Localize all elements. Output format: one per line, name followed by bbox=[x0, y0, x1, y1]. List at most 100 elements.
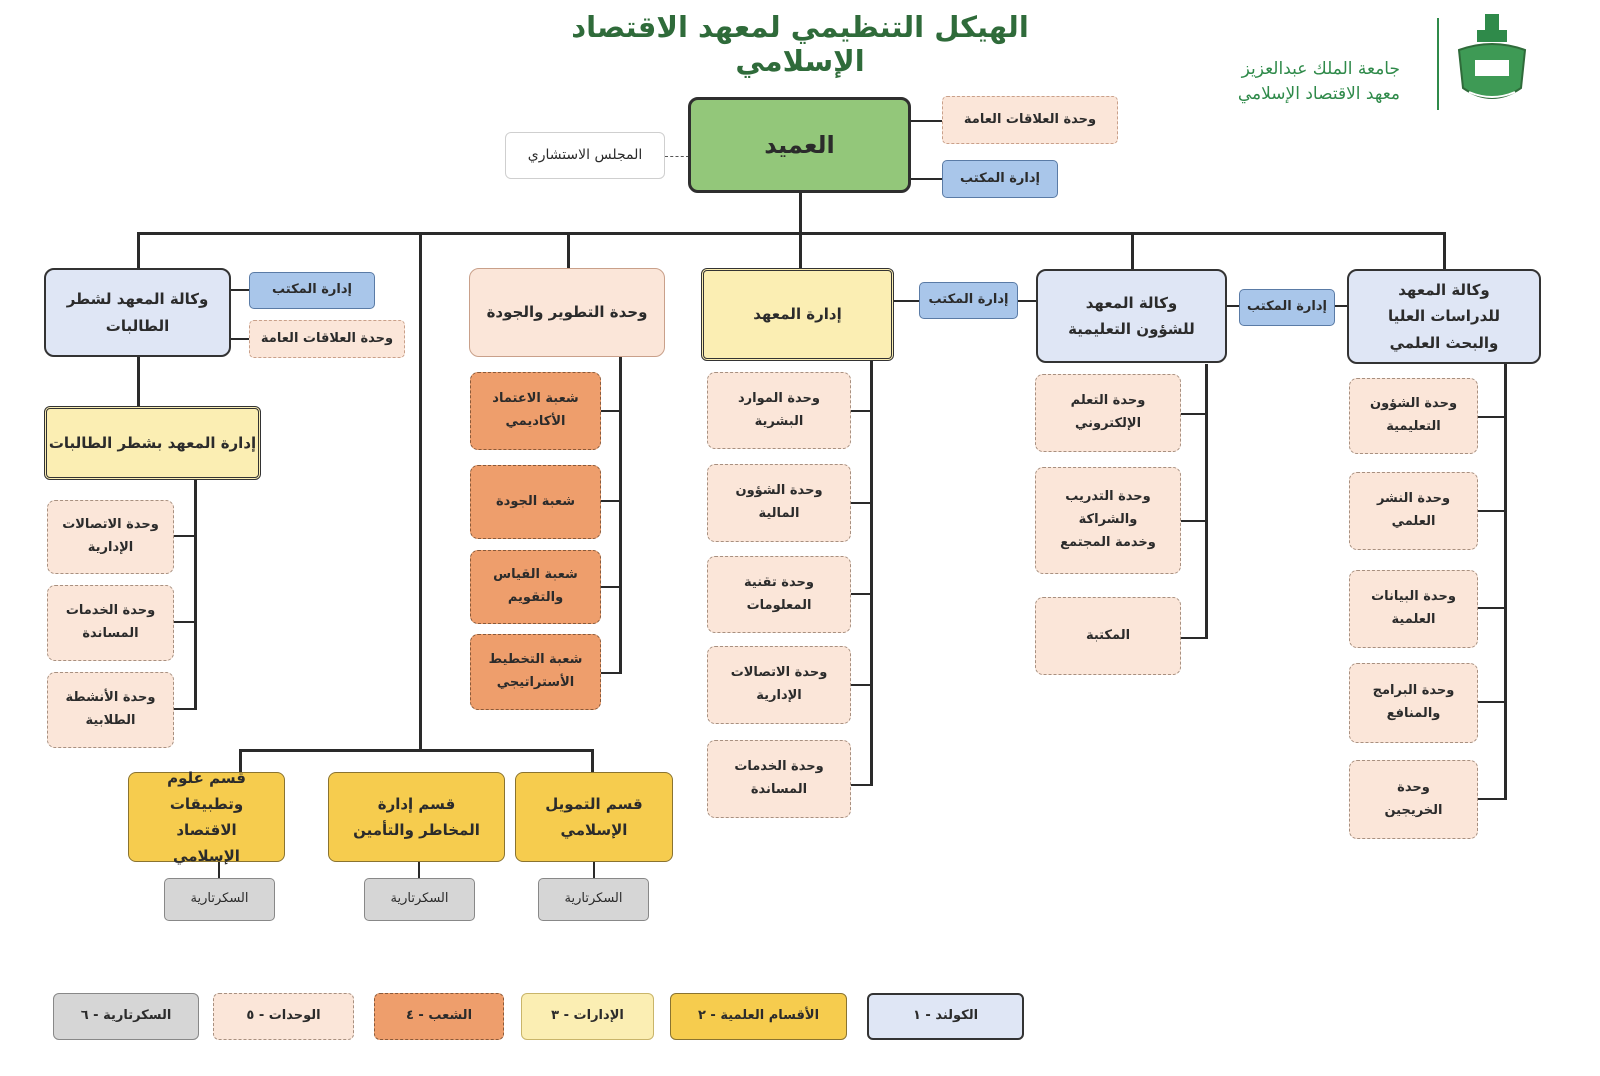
legend-item-secretariat: السكرتارية - ٦ bbox=[53, 993, 199, 1040]
research-agency-box[interactable]: وكالة المعهد للدراسات العليا والبحث العل… bbox=[1347, 269, 1541, 364]
department-1-box[interactable]: قسم علوم وتطبيقات الاقتصاد الإسلامي bbox=[128, 769, 285, 865]
institute-admin-office-box[interactable]: إدارة المكتب bbox=[919, 282, 1018, 319]
drop-dept-1 bbox=[239, 749, 242, 773]
chart-title: الهيكل التنظيمي لمعهد الاقتصاد الإسلامي bbox=[571, 10, 1029, 78]
dev-branch-4[interactable]: شعبة التخطيط الأستراتيجي bbox=[470, 634, 601, 710]
department-2-box[interactable]: قسم إدارة المخاطر والتأمين bbox=[328, 772, 505, 862]
education-office-box[interactable]: إدارة المكتب bbox=[1239, 289, 1335, 326]
research-unit-2[interactable]: وحدة النشر العلمي bbox=[1349, 472, 1478, 550]
admin-unit-4[interactable]: وحدة الاتصالات الإدارية bbox=[707, 646, 851, 724]
drop-research-agency bbox=[1443, 232, 1446, 269]
admin-unit-1[interactable]: وحدة الموارد البشرية bbox=[707, 372, 851, 449]
female-pr-unit-box[interactable]: وحدة العلاقات العامة bbox=[249, 320, 405, 358]
university-emblem-icon bbox=[1457, 14, 1527, 99]
institute-name: معهد الاقتصاد الإسلامي bbox=[1237, 84, 1400, 104]
dept-1-sec-line bbox=[218, 862, 220, 878]
dean-office-box[interactable]: إدارة المكتب bbox=[942, 160, 1058, 198]
female-unit-3[interactable]: وحدة الأنشطة الطلابية bbox=[47, 672, 174, 748]
edu-unit-1[interactable]: وحدة التعلم الإلكتروني bbox=[1035, 374, 1181, 452]
drop-education-agency bbox=[1131, 232, 1134, 269]
dean-trunk-line bbox=[799, 192, 802, 235]
education-agency-box[interactable]: وكالة المعهد للشؤون التعليمية bbox=[1036, 269, 1227, 363]
female-admin-drop bbox=[137, 357, 140, 407]
dean-box[interactable]: العميد bbox=[688, 97, 911, 193]
dev-branch-1[interactable]: شعبة الاعتماد الأكاديمي bbox=[470, 372, 601, 450]
dept-2-sec-line bbox=[418, 862, 420, 878]
departments-bus-line bbox=[239, 749, 593, 752]
development-unit-box[interactable]: وحدة التطوير والجودة bbox=[469, 268, 665, 357]
legend-item-departments: الأقسام العلمية - ٢ bbox=[670, 993, 847, 1040]
legend-item-council: الكولند - ١ bbox=[867, 993, 1024, 1040]
edu-units-spine bbox=[1205, 364, 1208, 639]
edu-office-connector-left bbox=[1227, 305, 1239, 307]
female-office-connector bbox=[231, 289, 249, 291]
dev-branch-2-tick bbox=[601, 500, 621, 502]
drop-development bbox=[567, 232, 570, 269]
dean-pr-connector bbox=[911, 120, 942, 122]
admin-office-connector-right bbox=[1018, 300, 1036, 302]
legend-item-units: الوحدات - ٥ bbox=[213, 993, 354, 1040]
logo-divider bbox=[1437, 18, 1439, 110]
research-unit-4-tick bbox=[1478, 701, 1506, 703]
admin-unit-3-tick bbox=[851, 593, 872, 595]
female-unit-2-tick bbox=[174, 621, 196, 623]
female-unit-1[interactable]: وحدة الاتصالات الإدارية bbox=[47, 500, 174, 574]
legend-item-administrations: الإدارات - ٣ bbox=[521, 993, 654, 1040]
dev-branch-3[interactable]: شعبة القياس والتقويم bbox=[470, 550, 601, 624]
dev-branch-3-tick bbox=[601, 586, 621, 588]
dev-branch-2[interactable]: شعبة الجودة bbox=[470, 465, 601, 539]
department-2-secretariat[interactable]: السكرتارية bbox=[364, 878, 475, 921]
admin-unit-2-tick bbox=[851, 502, 872, 504]
admin-office-connector-left bbox=[894, 300, 919, 302]
council-connector bbox=[665, 156, 689, 157]
admin-unit-5-tick bbox=[851, 784, 872, 786]
research-unit-4[interactable]: وحدة البرامج والمنافع bbox=[1349, 663, 1478, 743]
department-3-box[interactable]: قسم التمويل الإسلامي bbox=[515, 772, 673, 862]
drop-institute-admin bbox=[799, 232, 802, 269]
advisory-council-box[interactable]: المجلس الاستشاري bbox=[505, 132, 665, 179]
edu-unit-2-tick bbox=[1181, 520, 1207, 522]
admin-unit-5[interactable]: وحدة الخدمات المساندة bbox=[707, 740, 851, 818]
female-units-spine bbox=[194, 478, 197, 710]
female-office-box[interactable]: إدارة المكتب bbox=[249, 272, 375, 309]
dev-branches-spine bbox=[619, 357, 622, 674]
research-unit-5-tick bbox=[1478, 798, 1506, 800]
research-unit-5[interactable]: وحدة الخريجين bbox=[1349, 760, 1478, 839]
university-name: جامعة الملك عبدالعزيز bbox=[1241, 59, 1400, 79]
female-unit-3-tick bbox=[174, 708, 196, 710]
edu-office-connector-right bbox=[1335, 305, 1347, 307]
dept-3-sec-line bbox=[593, 862, 595, 878]
department-1-secretariat[interactable]: السكرتارية bbox=[164, 878, 275, 921]
research-unit-3[interactable]: وحدة البيانات العلمية bbox=[1349, 570, 1478, 648]
drop-female-agency bbox=[137, 232, 140, 269]
edu-unit-3-tick bbox=[1181, 637, 1207, 639]
dean-office-connector bbox=[911, 178, 942, 180]
admin-unit-3[interactable]: وحدة تقنية المعلومات bbox=[707, 556, 851, 633]
research-unit-1-tick bbox=[1478, 416, 1506, 418]
female-unit-1-tick bbox=[174, 535, 196, 537]
research-unit-3-tick bbox=[1478, 607, 1506, 609]
admin-unit-2[interactable]: وحدة الشؤون المالية bbox=[707, 464, 851, 542]
logo-block: جامعة الملك عبدالعزيز معهد الاقتصاد الإس… bbox=[1205, 10, 1595, 110]
admin-unit-4-tick bbox=[851, 684, 872, 686]
departments-trunk-line bbox=[419, 232, 422, 752]
admin-units-spine bbox=[870, 361, 873, 786]
edu-unit-2[interactable]: وحدة التدريب والشراكة وخدمة المجتمع bbox=[1035, 467, 1181, 574]
legend-item-branches: الشعب - ٤ bbox=[374, 993, 504, 1040]
dev-branch-1-tick bbox=[601, 410, 621, 412]
institute-admin-box[interactable]: إدارة المعهد bbox=[701, 268, 894, 361]
edu-unit-3[interactable]: المكتبة bbox=[1035, 597, 1181, 675]
department-3-secretariat[interactable]: السكرتارية bbox=[538, 878, 649, 921]
dev-branch-4-tick bbox=[601, 672, 621, 674]
female-pr-connector bbox=[231, 338, 249, 340]
main-bus-line bbox=[137, 232, 1445, 235]
female-agency-box[interactable]: وكالة المعهد لشطر الطالبات bbox=[44, 268, 231, 357]
drop-dept-3 bbox=[591, 749, 594, 773]
research-units-spine bbox=[1504, 364, 1507, 800]
dean-pr-unit-box[interactable]: وحدة العلاقات العامة bbox=[942, 96, 1118, 144]
female-unit-2[interactable]: وحدة الخدمات المساندة bbox=[47, 585, 174, 661]
female-admin-box[interactable]: إدارة المعهد بشطر الطالبات bbox=[44, 406, 261, 480]
edu-unit-1-tick bbox=[1181, 413, 1207, 415]
research-unit-1[interactable]: وحدة الشؤون التعليمية bbox=[1349, 378, 1478, 454]
research-unit-2-tick bbox=[1478, 510, 1506, 512]
